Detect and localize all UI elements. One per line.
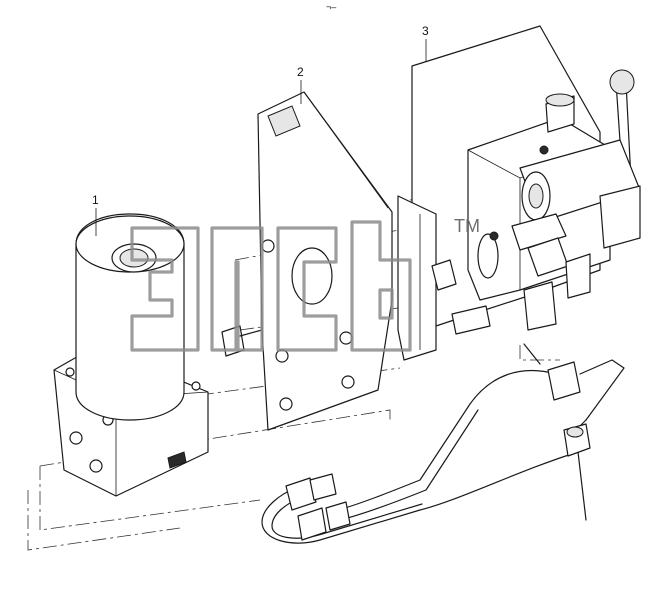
top-mark: ¬– — [326, 2, 336, 12]
watermark-logo: TM — [130, 216, 480, 352]
callout-number-2: 2 — [297, 65, 304, 79]
callout-3: 3 — [422, 24, 429, 62]
hydraulic-tubes — [261, 343, 625, 544]
callout-number-3: 3 — [422, 24, 429, 38]
callout-1: 1 — [92, 193, 99, 236]
callout-number-1: 1 — [92, 193, 99, 207]
callout-2: 2 — [297, 65, 304, 104]
part-1-pump-unit — [53, 213, 263, 497]
part-3-valve-block — [431, 69, 641, 335]
watermark-trademark: TM — [454, 216, 480, 236]
